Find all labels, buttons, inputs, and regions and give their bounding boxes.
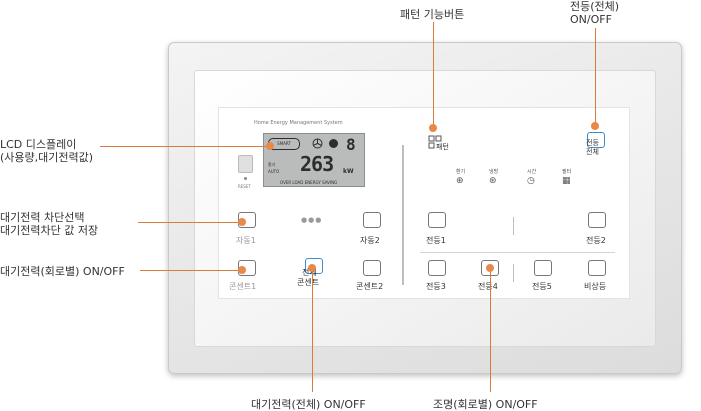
lcd-display xyxy=(263,133,365,187)
leader-dot-lcd xyxy=(266,142,274,150)
power-icon xyxy=(329,139,338,148)
section-divider xyxy=(402,145,404,285)
leader-lcd xyxy=(100,146,270,147)
callout-pattern-function: 패턴 기능버튼 xyxy=(400,8,465,21)
callout-lcd-line2: (사용량,대기전력값) xyxy=(0,151,94,164)
callout-light-circuit: 조명(회로별) ON/OFF xyxy=(433,398,538,411)
pattern-icon[interactable] xyxy=(428,135,442,149)
reset-label: RESET xyxy=(238,184,251,189)
lcd-mode-2: AUTO xyxy=(268,169,280,174)
light1-button[interactable] xyxy=(428,212,446,228)
outlet2-label: 콘센트2 xyxy=(356,282,384,291)
light3-label: 전등3 xyxy=(426,282,446,291)
callout-all-light-line2: ON/OFF xyxy=(570,13,612,26)
leader-dot-standby-cut xyxy=(238,218,246,226)
callout-standby-cut-line2: 대기전력차단 값 저장 xyxy=(0,224,99,237)
indicator-dots: ●●● xyxy=(301,216,323,224)
pattern-label: 패턴 xyxy=(436,143,449,151)
leader-dot-light-circuit xyxy=(486,264,494,272)
leader-dot-standby-all xyxy=(308,264,316,272)
reset-button[interactable] xyxy=(238,155,253,173)
auto2-button[interactable] xyxy=(363,212,381,228)
light-divider-h xyxy=(420,252,615,253)
light3-button[interactable] xyxy=(428,260,446,276)
outlet-all-label-1: 전체 xyxy=(302,268,317,277)
light5-label: 전등5 xyxy=(532,282,552,291)
leader-standby-circuit xyxy=(140,270,244,271)
light-divider-bottom xyxy=(513,264,514,282)
leader-standby-all xyxy=(312,268,313,392)
lcd-status: OVER LOAD ENERGY SAVING xyxy=(280,180,338,185)
outlet-all-label-2: 콘센트 xyxy=(297,278,320,287)
reset-indicator xyxy=(244,177,247,180)
clock-icon[interactable]: ◷ xyxy=(527,176,535,186)
light-divider-top xyxy=(513,217,514,235)
light1-label: 전등1 xyxy=(426,236,446,245)
emergency-light-button[interactable] xyxy=(588,260,606,276)
callout-standby-circuit: 대기전력(회로별) ON/OFF xyxy=(0,265,125,278)
ventilation-icon[interactable]: ⊕ xyxy=(456,176,464,186)
auto1-label: 자동1 xyxy=(236,236,256,245)
lcd-mode-1: 환기 xyxy=(268,162,276,167)
lcd-digits: 263 xyxy=(300,152,334,176)
light4-label: 전등4 xyxy=(478,282,498,291)
callout-lcd: LCD 디스플레이 (사용량,대기전력값) xyxy=(0,138,93,164)
outlet2-button[interactable] xyxy=(363,260,381,276)
leader-standby-cut xyxy=(138,222,244,223)
lcd-unit: kW xyxy=(343,168,354,175)
func-time-label: 시간 xyxy=(527,169,537,175)
emergency-label: 비상등 xyxy=(584,282,607,291)
auto2-label: 자동2 xyxy=(360,236,380,245)
callout-all-light-line1: 전등(전체) xyxy=(570,0,620,13)
filter-icon[interactable]: ▦ xyxy=(562,176,571,186)
all-light-button[interactable] xyxy=(587,132,605,148)
leader-pattern xyxy=(433,22,434,128)
cooling-icon[interactable]: ⊛ xyxy=(489,176,497,186)
callout-lcd-line1: LCD 디스플레이 xyxy=(0,138,77,151)
all-light-label-1: 전등 xyxy=(586,139,599,147)
all-light-label-2: 전체 xyxy=(586,148,599,156)
func-hwangi-label: 환기 xyxy=(456,169,466,175)
callout-standby-cut-line1: 대기전력 차단선택 xyxy=(0,211,85,224)
callout-standby-all: 대기전력(전체) ON/OFF xyxy=(251,398,366,411)
leader-dot-all-light xyxy=(591,122,599,130)
leader-dot-standby-circuit xyxy=(238,266,246,274)
leader-light-circuit xyxy=(490,268,491,392)
light2-button[interactable] xyxy=(588,212,606,228)
callout-all-light: 전등(전체) ON/OFF xyxy=(570,0,619,26)
func-filter-label: 필터 xyxy=(562,169,572,175)
light5-button[interactable] xyxy=(534,260,552,276)
light2-label: 전등2 xyxy=(586,236,606,245)
outlet1-label: 콘센트1 xyxy=(229,282,257,291)
callout-standby-cut: 대기전력 차단선택 대기전력차단 값 저장 xyxy=(0,211,98,237)
lcd-top-digit: 8 xyxy=(346,135,356,154)
leader-dot-pattern xyxy=(429,124,437,132)
panel-header: Home Energy Management System xyxy=(254,120,343,126)
func-nangbang-label: 냉방 xyxy=(489,169,499,175)
fan-icon xyxy=(312,138,323,149)
leader-all-light xyxy=(595,28,596,126)
